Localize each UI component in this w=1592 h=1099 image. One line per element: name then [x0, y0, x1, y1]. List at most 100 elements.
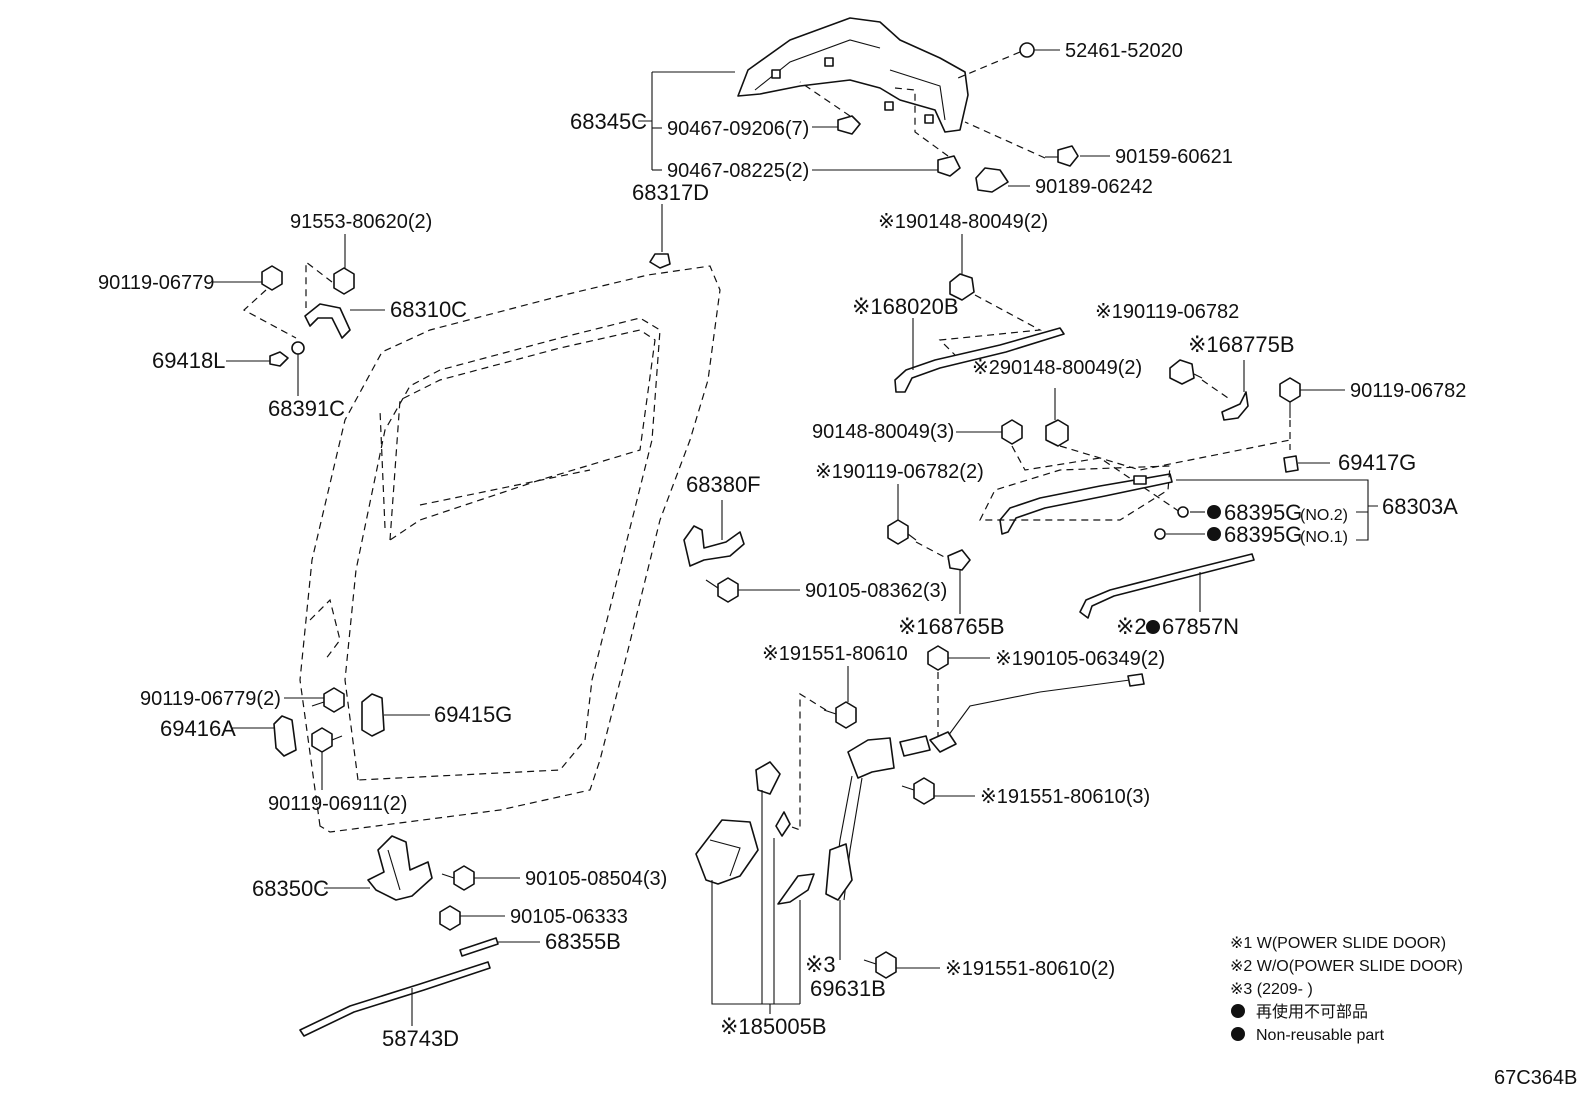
pin-68355B: [459, 937, 540, 957]
legend-dot-2: [1231, 1027, 1245, 1041]
bolt-90119-06911: [311, 727, 343, 790]
cable-assy: [929, 673, 1145, 753]
label-68020B: ※168020B: [852, 294, 959, 319]
label-85005B: ※185005B: [720, 1014, 827, 1039]
bolt-90105-08504: [441, 865, 520, 891]
label-91553-80620: 91553-80620(2): [290, 211, 432, 233]
legend-note-1: ※1 W(POWER SLIDE DOOR): [1230, 935, 1446, 952]
bolt-90105-06333: [439, 905, 505, 931]
plate-69415G: [361, 693, 430, 737]
rail-68303A: [979, 465, 1173, 535]
plate-69416A: [232, 715, 297, 757]
nut-91553-80620: [305, 234, 355, 308]
motor-85005B: [695, 761, 815, 905]
bracket-68303A: [1176, 479, 1378, 541]
bolt-90119-06779: [212, 265, 297, 339]
bracket-85005B: [711, 790, 801, 1014]
legend-note-5: Non-reusable part: [1256, 1027, 1385, 1044]
legend-note-2: ※2 W/O(POWER SLIDE DOOR): [1230, 958, 1463, 975]
washer-68391C: [291, 341, 305, 396]
clip-52461-52020: [957, 42, 1060, 79]
label-91551-80610-2: ※191551-80610(2): [945, 958, 1115, 980]
label-90105-06333: 90105-06333: [510, 906, 628, 928]
legend-note-4: 再使用不可部品: [1256, 1003, 1368, 1021]
legend-dot-1: [1231, 1004, 1245, 1018]
nonreusable-dot-67857N: [1146, 620, 1160, 634]
strip-58743D: [299, 961, 491, 1037]
bolt-91551-80610-b: [901, 777, 975, 805]
bolt-90148-80049-a: [938, 234, 1043, 361]
label-90148-80049-2: ※290148-80049(2): [972, 357, 1142, 379]
bracket-68765B: [947, 549, 971, 614]
label-68391C: 68391C: [268, 396, 345, 421]
label-69631B-note: ※3: [805, 952, 836, 977]
label-68395G-no2: 68395G: [1224, 500, 1302, 525]
bolts-90148-80049-b: [956, 388, 1291, 513]
bracket-68350C: [324, 835, 433, 901]
label-68395G-no1-note: (NO.1): [1300, 529, 1348, 546]
bolt-90105-06349: [927, 645, 990, 740]
label-69418L: 69418L: [152, 348, 225, 373]
label-68395G-no2-note: (NO.2): [1300, 507, 1348, 524]
clip-90189-06242: [975, 167, 1030, 193]
label-90119-06779-2: 90119-06779(2): [140, 688, 281, 710]
bolt-90119-06779-b: [284, 687, 345, 713]
bolt-90119-06782-c: [887, 484, 951, 561]
label-68303A: 68303A: [1382, 494, 1458, 519]
label-90105-08362: 90105-08362(3): [805, 580, 947, 602]
label-90467-09206: 90467-09206(7): [667, 118, 809, 140]
label-91551-80610-3: ※191551-80610(3): [980, 786, 1150, 808]
nut-91551-80610-a: [777, 666, 857, 831]
label-90105-06349: ※190105-06349(2): [995, 648, 1165, 670]
clip-69417G: [1283, 455, 1330, 473]
bolt-91551-80610-c: [863, 951, 940, 979]
rail-68020B: [894, 318, 1065, 393]
nonreusable-dot-68395G-no2: [1207, 505, 1221, 519]
label-67857N-note: ※2: [1116, 614, 1147, 639]
label-69416A: 69416A: [160, 716, 236, 741]
bolt-90119-06782-b: [1279, 377, 1345, 450]
bolt-69418L: [226, 351, 289, 367]
bolt-90159-60621: [964, 121, 1110, 167]
washer-68395G-no2: [1177, 506, 1189, 518]
clip-90467-08225: [812, 87, 961, 177]
label-69415G: 69415G: [434, 702, 512, 727]
label-90189-06242: 90189-06242: [1035, 176, 1153, 198]
legend: ※1 W(POWER SLIDE DOOR) ※2 W/O(POWER SLID…: [1230, 935, 1463, 1044]
label-91551-80610-1: ※191551-80610: [762, 643, 908, 665]
diagram-id: 67C364B: [1494, 1067, 1577, 1089]
bracket-68310C: [304, 303, 385, 339]
label-69631B: 69631B: [810, 976, 886, 1001]
cap-68317D: [649, 204, 671, 269]
label-68380F: 68380F: [686, 472, 761, 497]
label-69417G: 69417G: [1338, 450, 1416, 475]
label-90119-06779: 90119-06779: [98, 272, 214, 294]
trim-panel-68345C: [737, 17, 969, 133]
label-52461-52020: 52461-52020: [1065, 40, 1183, 62]
label-90105-08504: 90105-08504(3): [525, 868, 667, 890]
label-68345C: 68345C: [570, 109, 647, 134]
label-90119-06782-1: ※190119-06782: [1095, 301, 1239, 323]
sliding-door-outline: [299, 265, 721, 833]
label-68775B: ※168775B: [1188, 332, 1295, 357]
label-68355B: 68355B: [545, 929, 621, 954]
label-68765B: ※168765B: [898, 614, 1005, 639]
label-90148-80049-3: 90148-80049(3): [812, 421, 954, 443]
bracket-68380F: [683, 500, 745, 567]
nonreusable-dot-68395G-no1: [1207, 527, 1221, 541]
bracket-68345C: [638, 71, 735, 170]
legend-note-3: ※3 (2209- ): [1230, 981, 1313, 998]
label-90119-06911: 90119-06911(2): [268, 793, 407, 815]
bolt-90119-06782-a: [1169, 359, 1229, 399]
strip-67857N: [1079, 553, 1255, 619]
bracket-68775B: [1221, 360, 1249, 421]
label-90119-06782-2: 90119-06782: [1350, 380, 1466, 402]
clip-90467-09206: [799, 81, 861, 135]
label-68395G-no1: 68395G: [1224, 522, 1302, 547]
label-90148-80049-1: ※190148-80049(2): [878, 211, 1048, 233]
label-68310C: 68310C: [390, 297, 467, 322]
label-90119-06782-3: ※190119-06782(2): [815, 461, 984, 483]
bolt-90105-08362: [705, 577, 800, 603]
label-67857N: 67857N: [1162, 614, 1239, 639]
